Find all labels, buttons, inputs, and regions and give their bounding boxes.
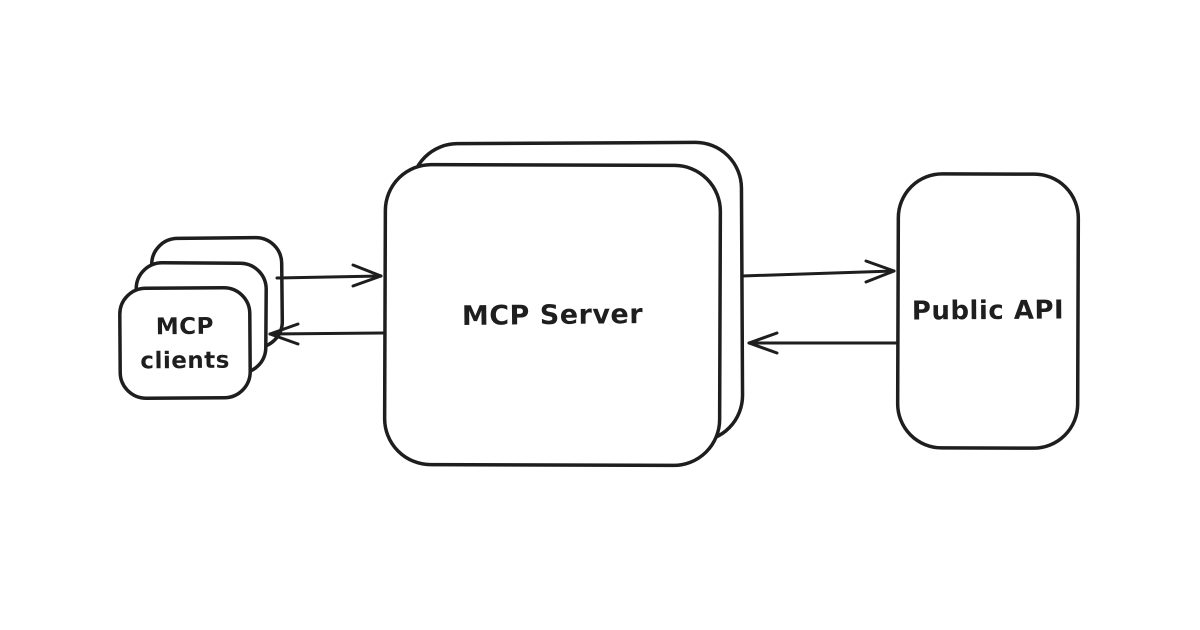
public-api-card (895, 172, 1081, 450)
arrow-clients-to-server (275, 263, 383, 288)
mcp-server-node-shape (382, 140, 745, 468)
mcp-clients-front-card (118, 285, 252, 401)
arrow-server-to-clients (268, 322, 387, 346)
arrow-api-to-server (747, 331, 900, 355)
mcp-clients-node-shape (118, 235, 285, 401)
public-api-node-shape (895, 172, 1081, 450)
mcp-server-front-card (382, 162, 723, 468)
arrow-server-to-api (740, 259, 896, 284)
